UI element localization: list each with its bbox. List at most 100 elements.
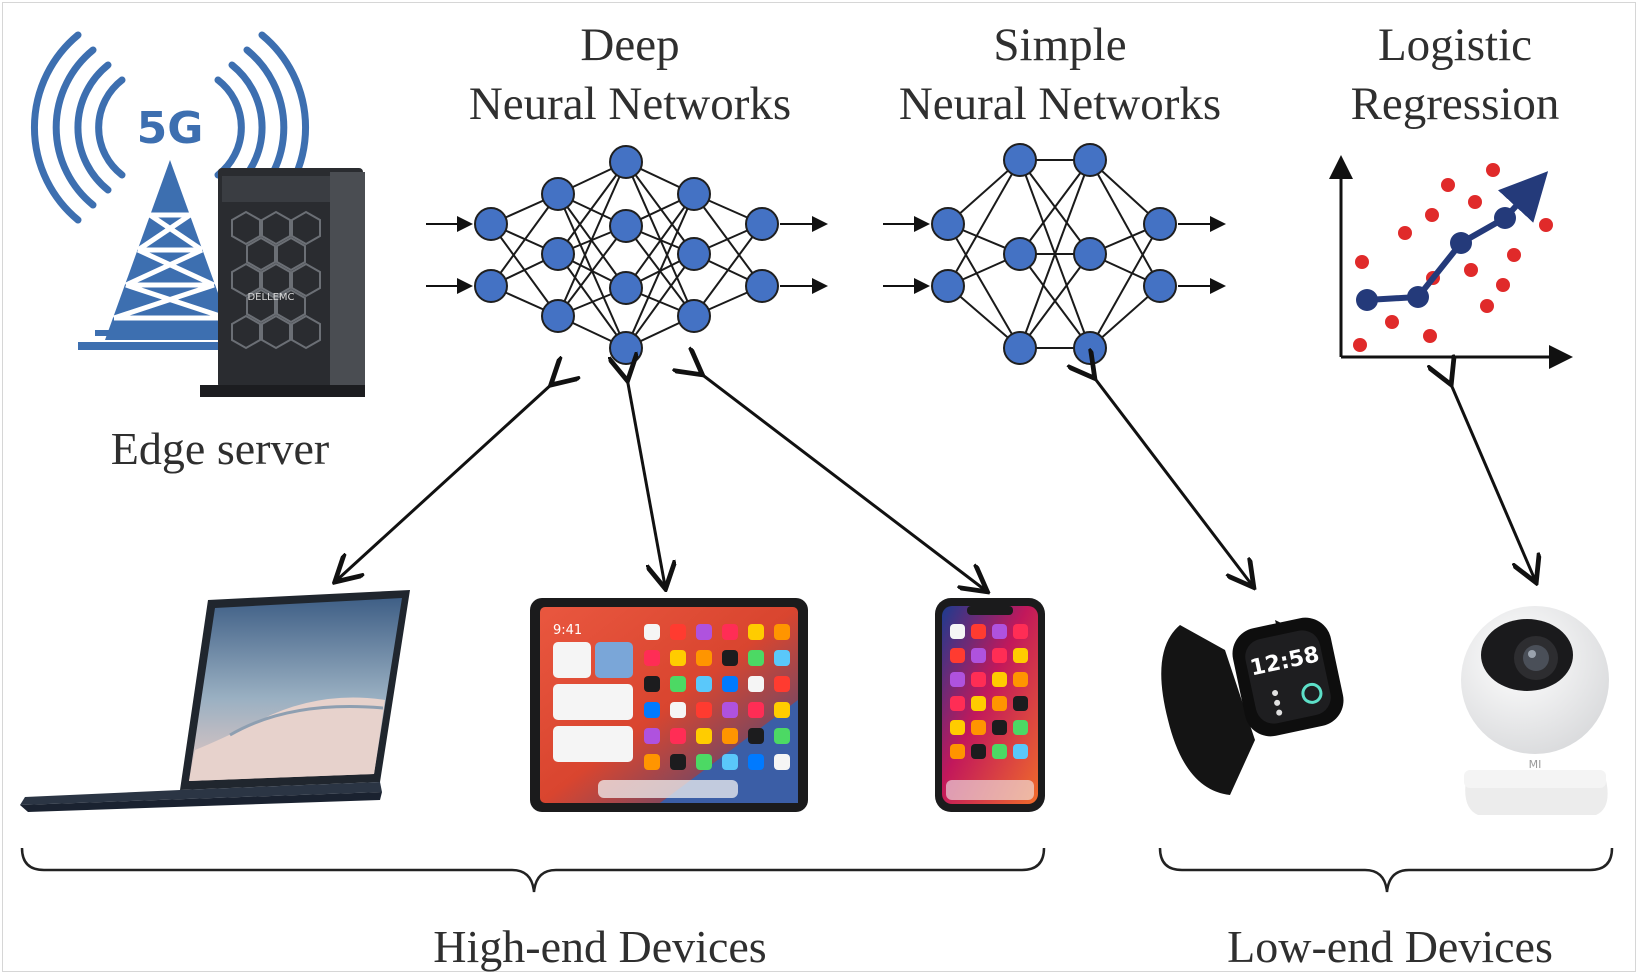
deep-nn-node [541,177,575,211]
tablet-app-icon [644,728,660,744]
phone-app-icon [1013,648,1028,663]
simple-nn-edge [947,223,1021,349]
deep-nn-node [609,209,643,243]
simple-nn-node [1143,269,1177,303]
tablet-app-icon [644,624,660,640]
deep-nn-node [541,237,575,271]
phone-app-icon [992,720,1007,735]
deep-nn-edge [625,253,695,349]
scatter-point [1464,263,1478,277]
phone-app-icon [950,744,965,759]
tablet-app-icon [748,624,764,640]
scatter-point [1507,248,1521,262]
tablet-app-icon [774,728,790,744]
server-brand-label: DELLEMC [247,292,294,303]
communication-arrows [337,373,1535,590]
simple-nn-edge [1019,159,1091,349]
simple-nn-node [1003,143,1037,177]
tablet-icon: 9:41 [530,598,808,812]
simple-nn-node [1003,331,1037,365]
tablet-app-icon [748,702,764,718]
laptop-icon [20,590,410,812]
scatter-point [1425,208,1439,222]
deep-nn-node [609,271,643,305]
tablet-app-icon [748,754,764,770]
tablet-app-icon [644,702,660,718]
tablet-app-icon [774,754,790,770]
deep-nn-node [609,145,643,179]
phone-app-icon [971,624,986,639]
phone-app-icon [1013,696,1028,711]
phone-app-icon [971,672,986,687]
scatter-point [1539,218,1553,232]
phone-app-icon [992,672,1007,687]
low-end-devices-label: Low-end Devices [1227,921,1553,972]
deep-nn-edge [557,161,627,317]
phone-app-icon [1013,672,1028,687]
arrow-phone [700,373,985,590]
deep-nn-node [677,177,711,211]
low-end-brace [1158,847,1614,893]
deep-nn-node [745,207,779,241]
tablet-app-icon [644,754,660,770]
deep-nn-edge [557,161,627,255]
deep-nn-node [745,269,779,303]
tablet-app-icon [696,676,712,692]
simple-nn-node [1073,331,1107,365]
simple-nn-edge [1019,253,1091,349]
simple-nn-edge [1019,159,1091,255]
simple-nn-edge [1089,159,1161,287]
phone-app-icon [950,720,965,735]
high-end-brace [20,847,1046,893]
network-nodes [474,143,1177,365]
phone-app-icon [950,648,965,663]
scatter-point [1385,315,1399,329]
arrow-tablet [627,378,665,586]
deep-nn-edge [625,161,695,255]
logistic-regression-title: Logistic Regression [1300,16,1610,134]
simple-nn-title-line2: Neural Networks [898,77,1222,130]
simple-nn-node [1143,207,1177,241]
tablet-app-icon [696,650,712,666]
deep-nn-node [541,299,575,333]
tablet-app-icon [722,754,738,770]
phone-app-icon [971,696,986,711]
tablet-app-icon [774,624,790,640]
tablet-app-icon [696,624,712,640]
tablet-app-icon [722,650,738,666]
phone-app-icon [1013,720,1028,735]
phone-app-icon [1013,744,1028,759]
tablet-app-icon [644,650,660,666]
deep-nn-title: Deep Neural Networks [460,16,800,134]
tablet-app-icon [748,728,764,744]
deep-nn-node [474,207,508,241]
tablet-app-icon [670,728,686,744]
camera-brand-label: MI [1529,758,1542,771]
phone-app-icon [971,720,986,735]
tablet-app-icon [670,624,686,640]
phone-app-icon [971,744,986,759]
5g-label: 5G [137,103,204,154]
tablet-app-icon [644,676,660,692]
deep-nn-edge [693,223,763,317]
tablet-app-icon [722,728,738,744]
phone-app-icon [971,648,986,663]
deep-nn-node [609,331,643,365]
security-camera-icon: MI [1461,606,1609,815]
tablet-app-icon [696,728,712,744]
tablet-app-icon [748,676,764,692]
deep-nn-edge [490,193,559,287]
deep-nn-node [677,237,711,271]
tablet-app-icon [670,676,686,692]
phone-app-icon [992,696,1007,711]
deep-nn-edge [625,193,695,289]
logistic-regression-chart-icon [1329,155,1573,369]
tablet-app-icon [696,702,712,718]
scatter-point [1423,329,1437,343]
phone-app-icon [950,672,965,687]
edge-server-label: Edge server [110,423,330,474]
arrow-watch [1093,376,1252,585]
simple-nn-title-line1: Simple [993,19,1127,71]
scatter-point [1441,178,1455,192]
